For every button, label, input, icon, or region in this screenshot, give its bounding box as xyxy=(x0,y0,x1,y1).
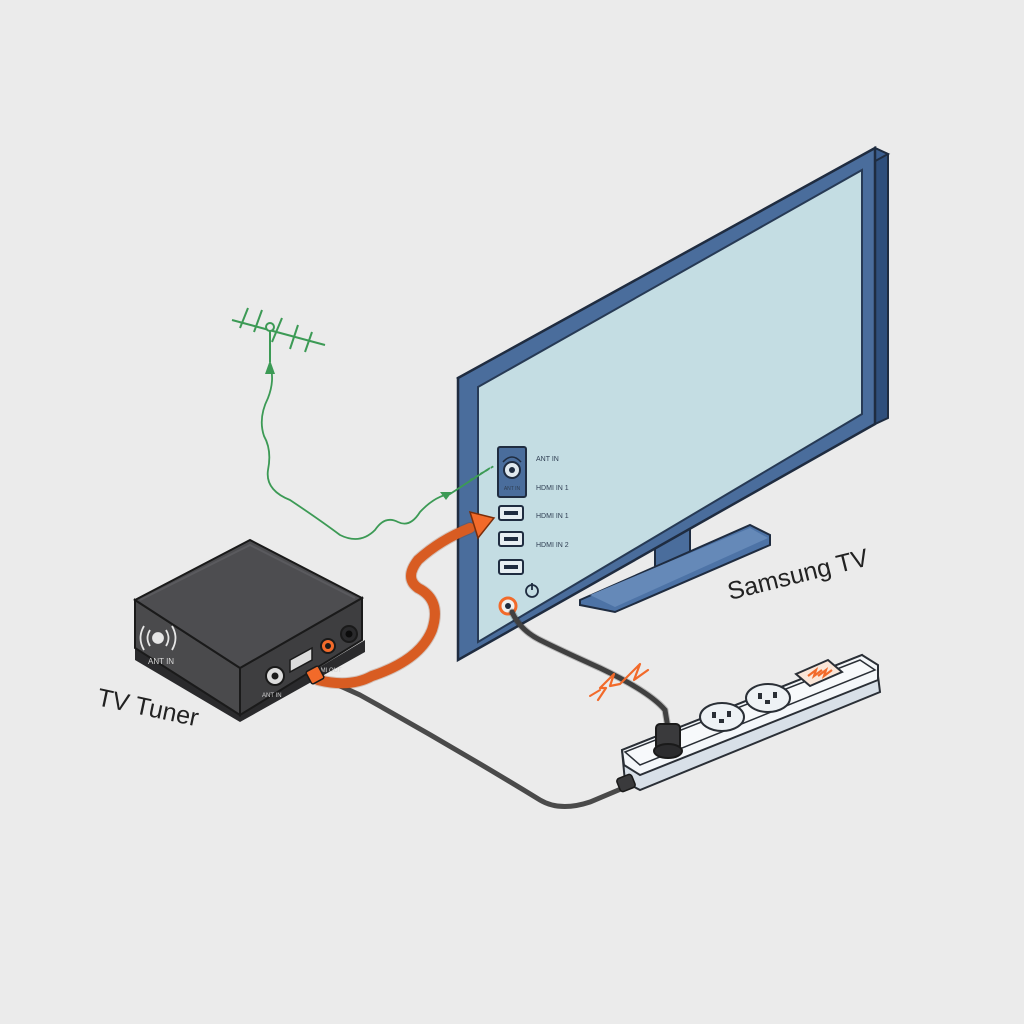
antenna-signal-wire xyxy=(260,364,491,540)
tv-tuner-box: ANT IN ANT IN HDMI OUT xyxy=(133,538,365,722)
signal-arrow-right xyxy=(440,492,452,500)
tv-hdmi-in-2-label: HDMI IN 2 xyxy=(536,542,569,549)
hdmi-cable xyxy=(313,523,475,689)
hdmi-arrow-head xyxy=(468,510,496,540)
tuner-hdmi-out-label: HDMI OUT xyxy=(312,668,342,674)
tuner-audio-jack-black xyxy=(340,625,358,643)
tuner-power-cable xyxy=(315,673,631,809)
tv-hdmi-port-1 xyxy=(498,505,524,521)
tv-hdmi-port-2 xyxy=(498,531,524,547)
tv-ant-in-label: ANT IN xyxy=(536,456,559,463)
power-plug xyxy=(653,723,683,759)
tv-ports-panel: ANT IN ANT IN HDMI IN 1 HDMI IN 1 HDMI I… xyxy=(497,446,569,616)
tv-stand xyxy=(579,523,771,614)
tuner-audio-jack-orange xyxy=(320,638,336,654)
socket-icon xyxy=(745,683,791,713)
power-strip xyxy=(620,653,882,792)
tuner-antenna-icon xyxy=(139,625,177,651)
tuner-label: TV Tuner xyxy=(95,683,201,732)
antenna-icon xyxy=(231,307,326,362)
spark-icon xyxy=(589,662,650,702)
tv-hdmi-port-3 xyxy=(498,559,524,575)
tv-screen xyxy=(477,168,863,644)
tuner-ant-label: ANT IN xyxy=(148,657,174,666)
power-cable-end xyxy=(616,773,636,793)
tv-hdmi-in-1-label-b: HDMI IN 1 xyxy=(536,513,569,520)
tuner-hdmi-connector xyxy=(305,665,325,685)
tv-monitor xyxy=(455,145,891,663)
tv-ant-in-port-text: ANT IN xyxy=(504,486,521,492)
socket-icon xyxy=(699,702,745,732)
switch-icon xyxy=(794,658,844,688)
tuner-hdmi-port xyxy=(289,646,313,674)
tuner-ant-out-label: ANT IN xyxy=(262,693,282,699)
hdmi-cable-outline xyxy=(312,522,476,690)
tv-power-cable xyxy=(509,609,671,731)
power-icon xyxy=(525,583,539,598)
tv-ant-in-port: ANT IN xyxy=(497,446,527,498)
signal-arrow-up xyxy=(265,360,275,374)
tv-hdmi-in-1-label-a: HDMI IN 1 xyxy=(536,485,569,492)
tuner-ant-port xyxy=(265,666,285,686)
